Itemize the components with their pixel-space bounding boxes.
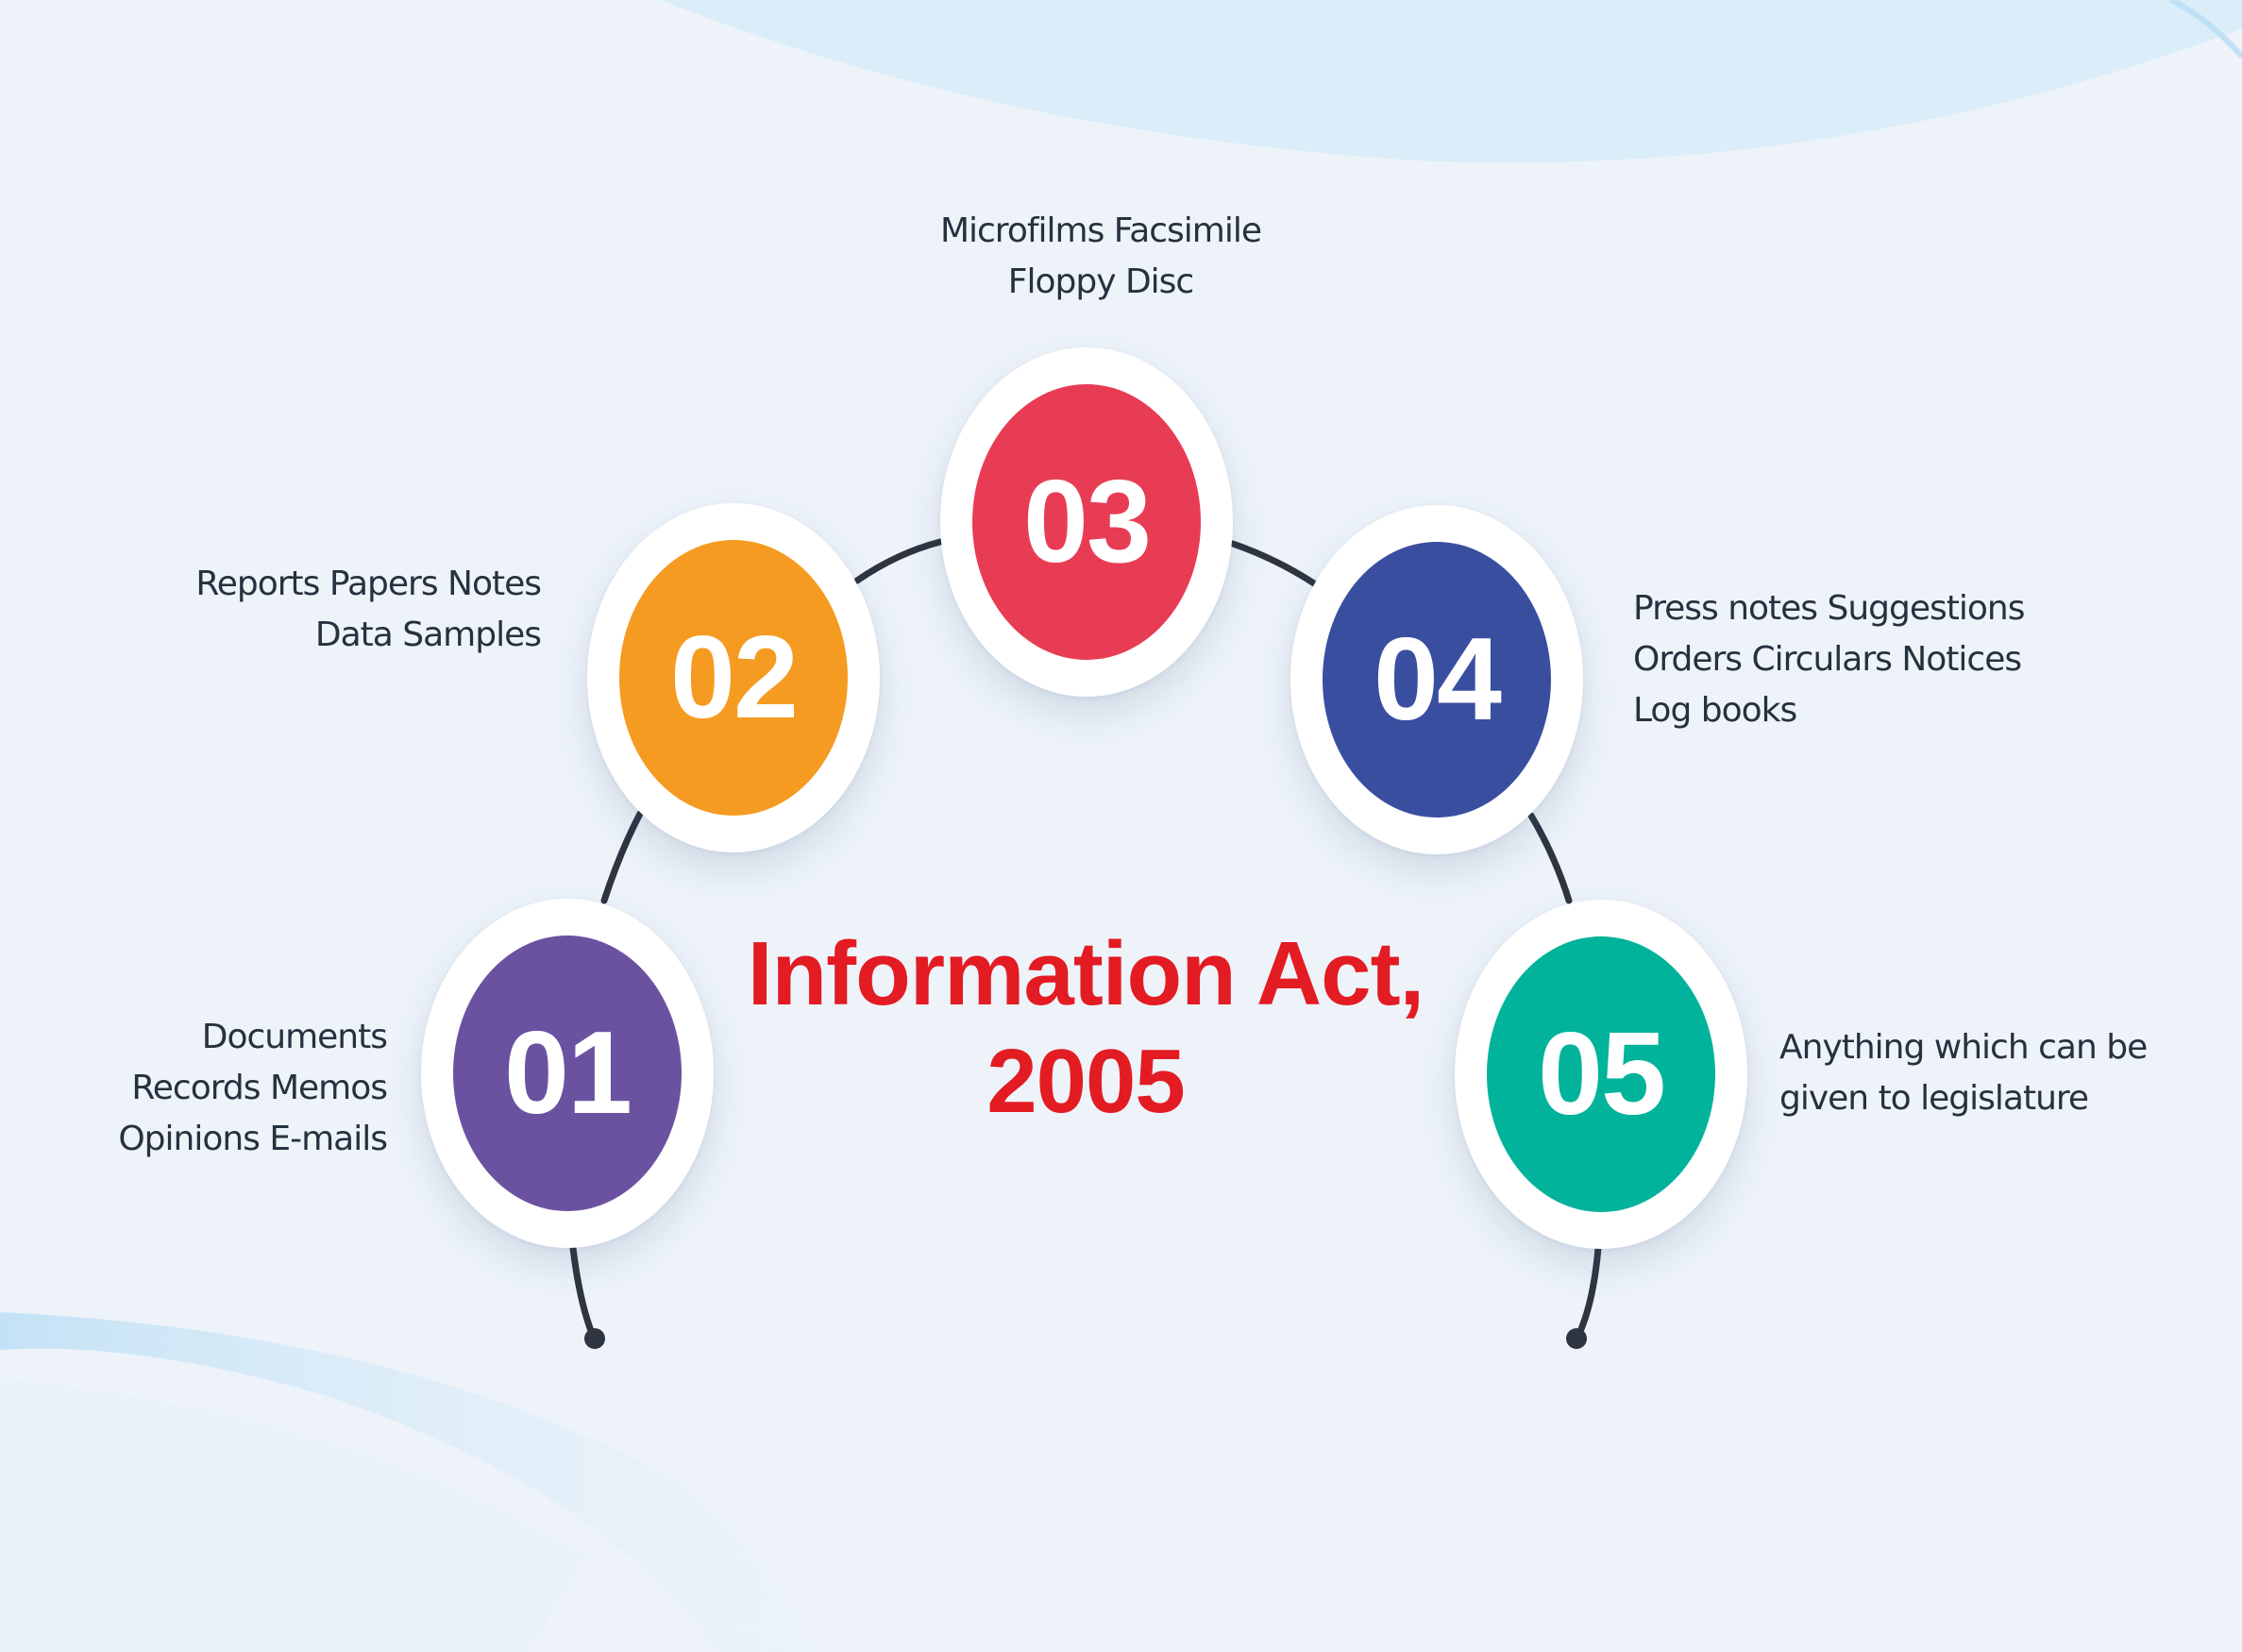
connector-01-02 [600, 810, 644, 904]
connector-04-05 [1527, 812, 1573, 904]
step-02-circle: 02 [587, 503, 880, 852]
step-02-label: Reports Papers Notes Data Samples [195, 565, 542, 654]
connector-arc [569, 538, 1602, 1340]
top-swoosh [661, 0, 2242, 163]
step-03-disc: 03 [972, 384, 1201, 660]
step-02-disc: 02 [619, 540, 848, 816]
top-swoosh-highlight [2169, 0, 2242, 59]
step-05-circle: 05 [1455, 900, 1747, 1249]
step-02-number: 02 [670, 613, 799, 743]
end-dot-right [1566, 1328, 1587, 1349]
step-01-number: 01 [504, 1008, 632, 1138]
step-04-disc: 04 [1323, 542, 1551, 818]
bottom-swoosh-soft [0, 1378, 585, 1652]
bottom-swoosh [0, 1312, 812, 1652]
end-dot-left [584, 1328, 605, 1349]
step-05-disc: 05 [1487, 936, 1715, 1212]
step-03-number: 03 [1023, 457, 1152, 587]
step-05-number: 05 [1538, 1009, 1666, 1139]
connector-05-end [1575, 1244, 1602, 1340]
step-01-disc: 01 [453, 936, 682, 1211]
step-04-number: 04 [1374, 615, 1502, 745]
step-03-label: Microfilms Facsimile Floppy Disc [939, 211, 1262, 301]
diagram-title: Information Act, 2005 [747, 923, 1424, 1132]
step-01-label: Documents Records Memos Opinions E-mails [118, 1018, 388, 1158]
step-05-label: Anything which can be given to legislatu… [1779, 1028, 2148, 1118]
step-04-circle: 04 [1290, 505, 1583, 854]
step-03-circle: 03 [940, 347, 1233, 697]
connector-03-04 [1229, 540, 1318, 587]
connector-02-03 [853, 538, 944, 584]
connector-01-end [569, 1244, 597, 1340]
step-01-circle: 01 [421, 899, 714, 1248]
step-04-label: Press notes Suggestions Orders Circulars… [1633, 589, 2025, 730]
